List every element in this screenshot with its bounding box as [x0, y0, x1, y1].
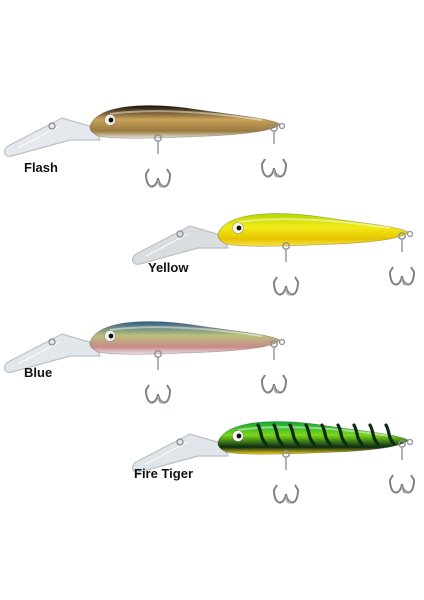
lure-blue — [3, 321, 288, 404]
lure-label-yellow: Yellow — [148, 260, 189, 275]
tiger-stripe — [288, 423, 300, 446]
diving-lip — [131, 225, 229, 265]
belly-treble-hook — [272, 450, 300, 504]
tail-treble-hook — [260, 124, 288, 178]
lure-label-fire-tiger: Fire Tiger — [134, 466, 194, 481]
tail-treble-hook — [260, 340, 288, 394]
lure-yellow — [131, 213, 416, 296]
lure-body — [217, 213, 409, 247]
tail-treble-hook — [388, 232, 416, 286]
diving-lip — [3, 117, 101, 157]
belly-treble-hook — [144, 350, 172, 404]
tiger-stripe — [304, 423, 316, 446]
tiger-stripe — [336, 423, 348, 446]
tiger-stripe — [368, 423, 380, 446]
tiger-stripe — [320, 423, 332, 446]
lure-fire-tiger — [131, 421, 416, 504]
lure-flash — [3, 105, 288, 188]
lure-label-flash: Flash — [24, 160, 58, 175]
diving-lip — [3, 333, 101, 373]
tiger-stripe — [272, 423, 284, 446]
tiger-stripe — [352, 423, 364, 446]
tiger-stripe — [256, 423, 268, 446]
diving-lip — [131, 433, 229, 473]
tiger-stripe — [384, 423, 396, 446]
lure-label-blue: Blue — [24, 365, 53, 380]
tail-treble-hook — [388, 440, 416, 494]
lure-body — [217, 421, 409, 455]
belly-treble-hook — [144, 134, 172, 188]
belly-treble-hook — [272, 242, 300, 296]
lure-body — [89, 105, 281, 139]
lure-body — [89, 321, 281, 355]
